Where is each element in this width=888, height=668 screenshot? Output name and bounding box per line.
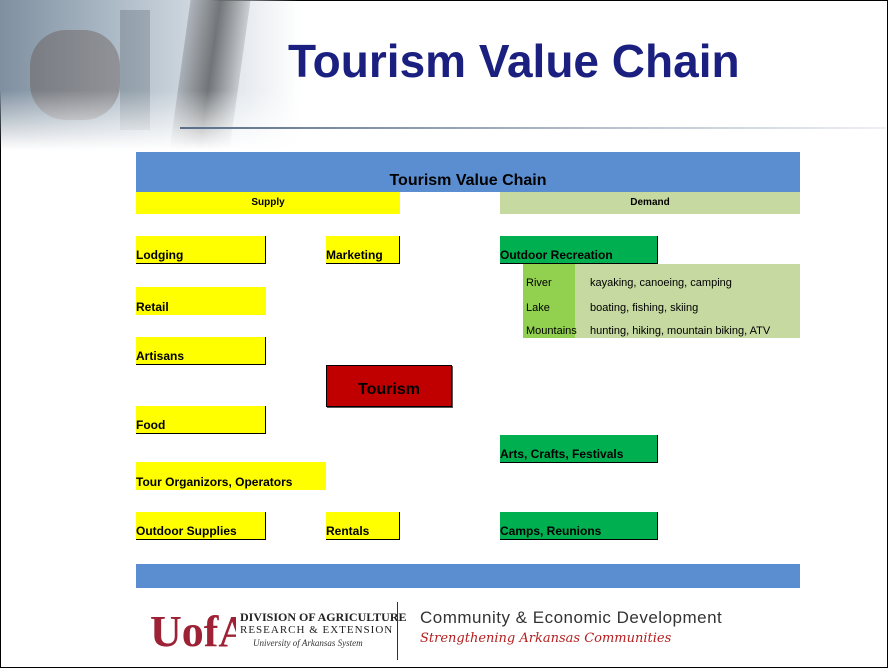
supply-rentals: Rentals	[326, 512, 400, 540]
title-underline	[180, 127, 886, 129]
supply-food: Food	[136, 406, 266, 434]
footer: UofA DIVISION OF AGRICULTURE RESEARCH & …	[150, 600, 770, 660]
diagram-title: Tourism Value Chain	[389, 172, 547, 189]
ced-title: Community & Economic Development	[420, 608, 723, 627]
recreation-places-column	[523, 264, 575, 338]
slide-title: Tourism Value Chain	[288, 35, 740, 87]
demand-arts-crafts-label: Arts, Crafts, Festivals	[500, 447, 624, 461]
supply-rentals-label: Rentals	[326, 524, 370, 538]
supply-lodging: Lodging	[136, 236, 266, 264]
bottom-band	[136, 564, 800, 588]
recreation-activities-river: kayaking, canoeing, camping	[590, 277, 732, 289]
ua-research-text: RESEARCH & EXTENSION	[240, 624, 394, 636]
supply-outdoor-supplies-label: Outdoor Supplies	[136, 524, 237, 538]
recreation-place-mountains: Mountains	[526, 325, 577, 337]
demand-header: Demand	[500, 192, 800, 214]
supply-marketing-label: Marketing	[326, 248, 383, 262]
ua-logo-icon: UofA	[150, 606, 250, 656]
supply-artisans-label: Artisans	[136, 349, 185, 363]
demand-camps: Camps, Reunions	[500, 512, 658, 540]
supply-food-label: Food	[136, 418, 166, 432]
supply-tour-organizors: Tour Organizors, Operators	[136, 462, 326, 490]
supply-marketing: Marketing	[326, 236, 400, 264]
photo-shape-column	[120, 10, 150, 130]
recreation-activities-mountains: hunting, hiking, mountain biking, ATV	[590, 325, 771, 337]
ua-division-text: DIVISION OF AGRICULTURE	[240, 610, 407, 624]
recreation-place-lake: Lake	[526, 302, 550, 314]
supply-lodging-label: Lodging	[136, 248, 184, 262]
tourism-center-box: Tourism	[326, 365, 452, 407]
supply-tour-organizors-label: Tour Organizors, Operators	[136, 475, 293, 489]
ced-tagline: Strengthening Arkansas Communities	[420, 631, 672, 646]
top-band	[136, 152, 800, 192]
footer-divider	[397, 602, 398, 660]
supply-retail-label: Retail	[136, 300, 169, 314]
header-photo	[0, 0, 300, 150]
photo-shape-handshake	[30, 30, 120, 120]
supply-artisans: Artisans	[136, 337, 266, 365]
recreation-activities-lake: boating, fishing, skiing	[590, 302, 699, 314]
demand-arts-crafts: Arts, Crafts, Festivals	[500, 435, 658, 463]
demand-outdoor-recreation: Outdoor Recreation	[500, 236, 658, 264]
supply-outdoor-supplies: Outdoor Supplies	[136, 512, 266, 540]
ua-logo-letters: UofA	[150, 607, 236, 656]
recreation-place-river: River	[526, 277, 552, 289]
value-chain-diagram: Tourism Value Chain Supply Demand Lodgin…	[136, 152, 800, 588]
ua-system-text: University of Arkansas System	[253, 638, 363, 648]
demand-outdoor-recreation-label: Outdoor Recreation	[500, 248, 613, 262]
supply-header: Supply	[136, 192, 400, 214]
supply-retail: Retail	[136, 287, 266, 315]
demand-camps-label: Camps, Reunions	[500, 524, 602, 538]
